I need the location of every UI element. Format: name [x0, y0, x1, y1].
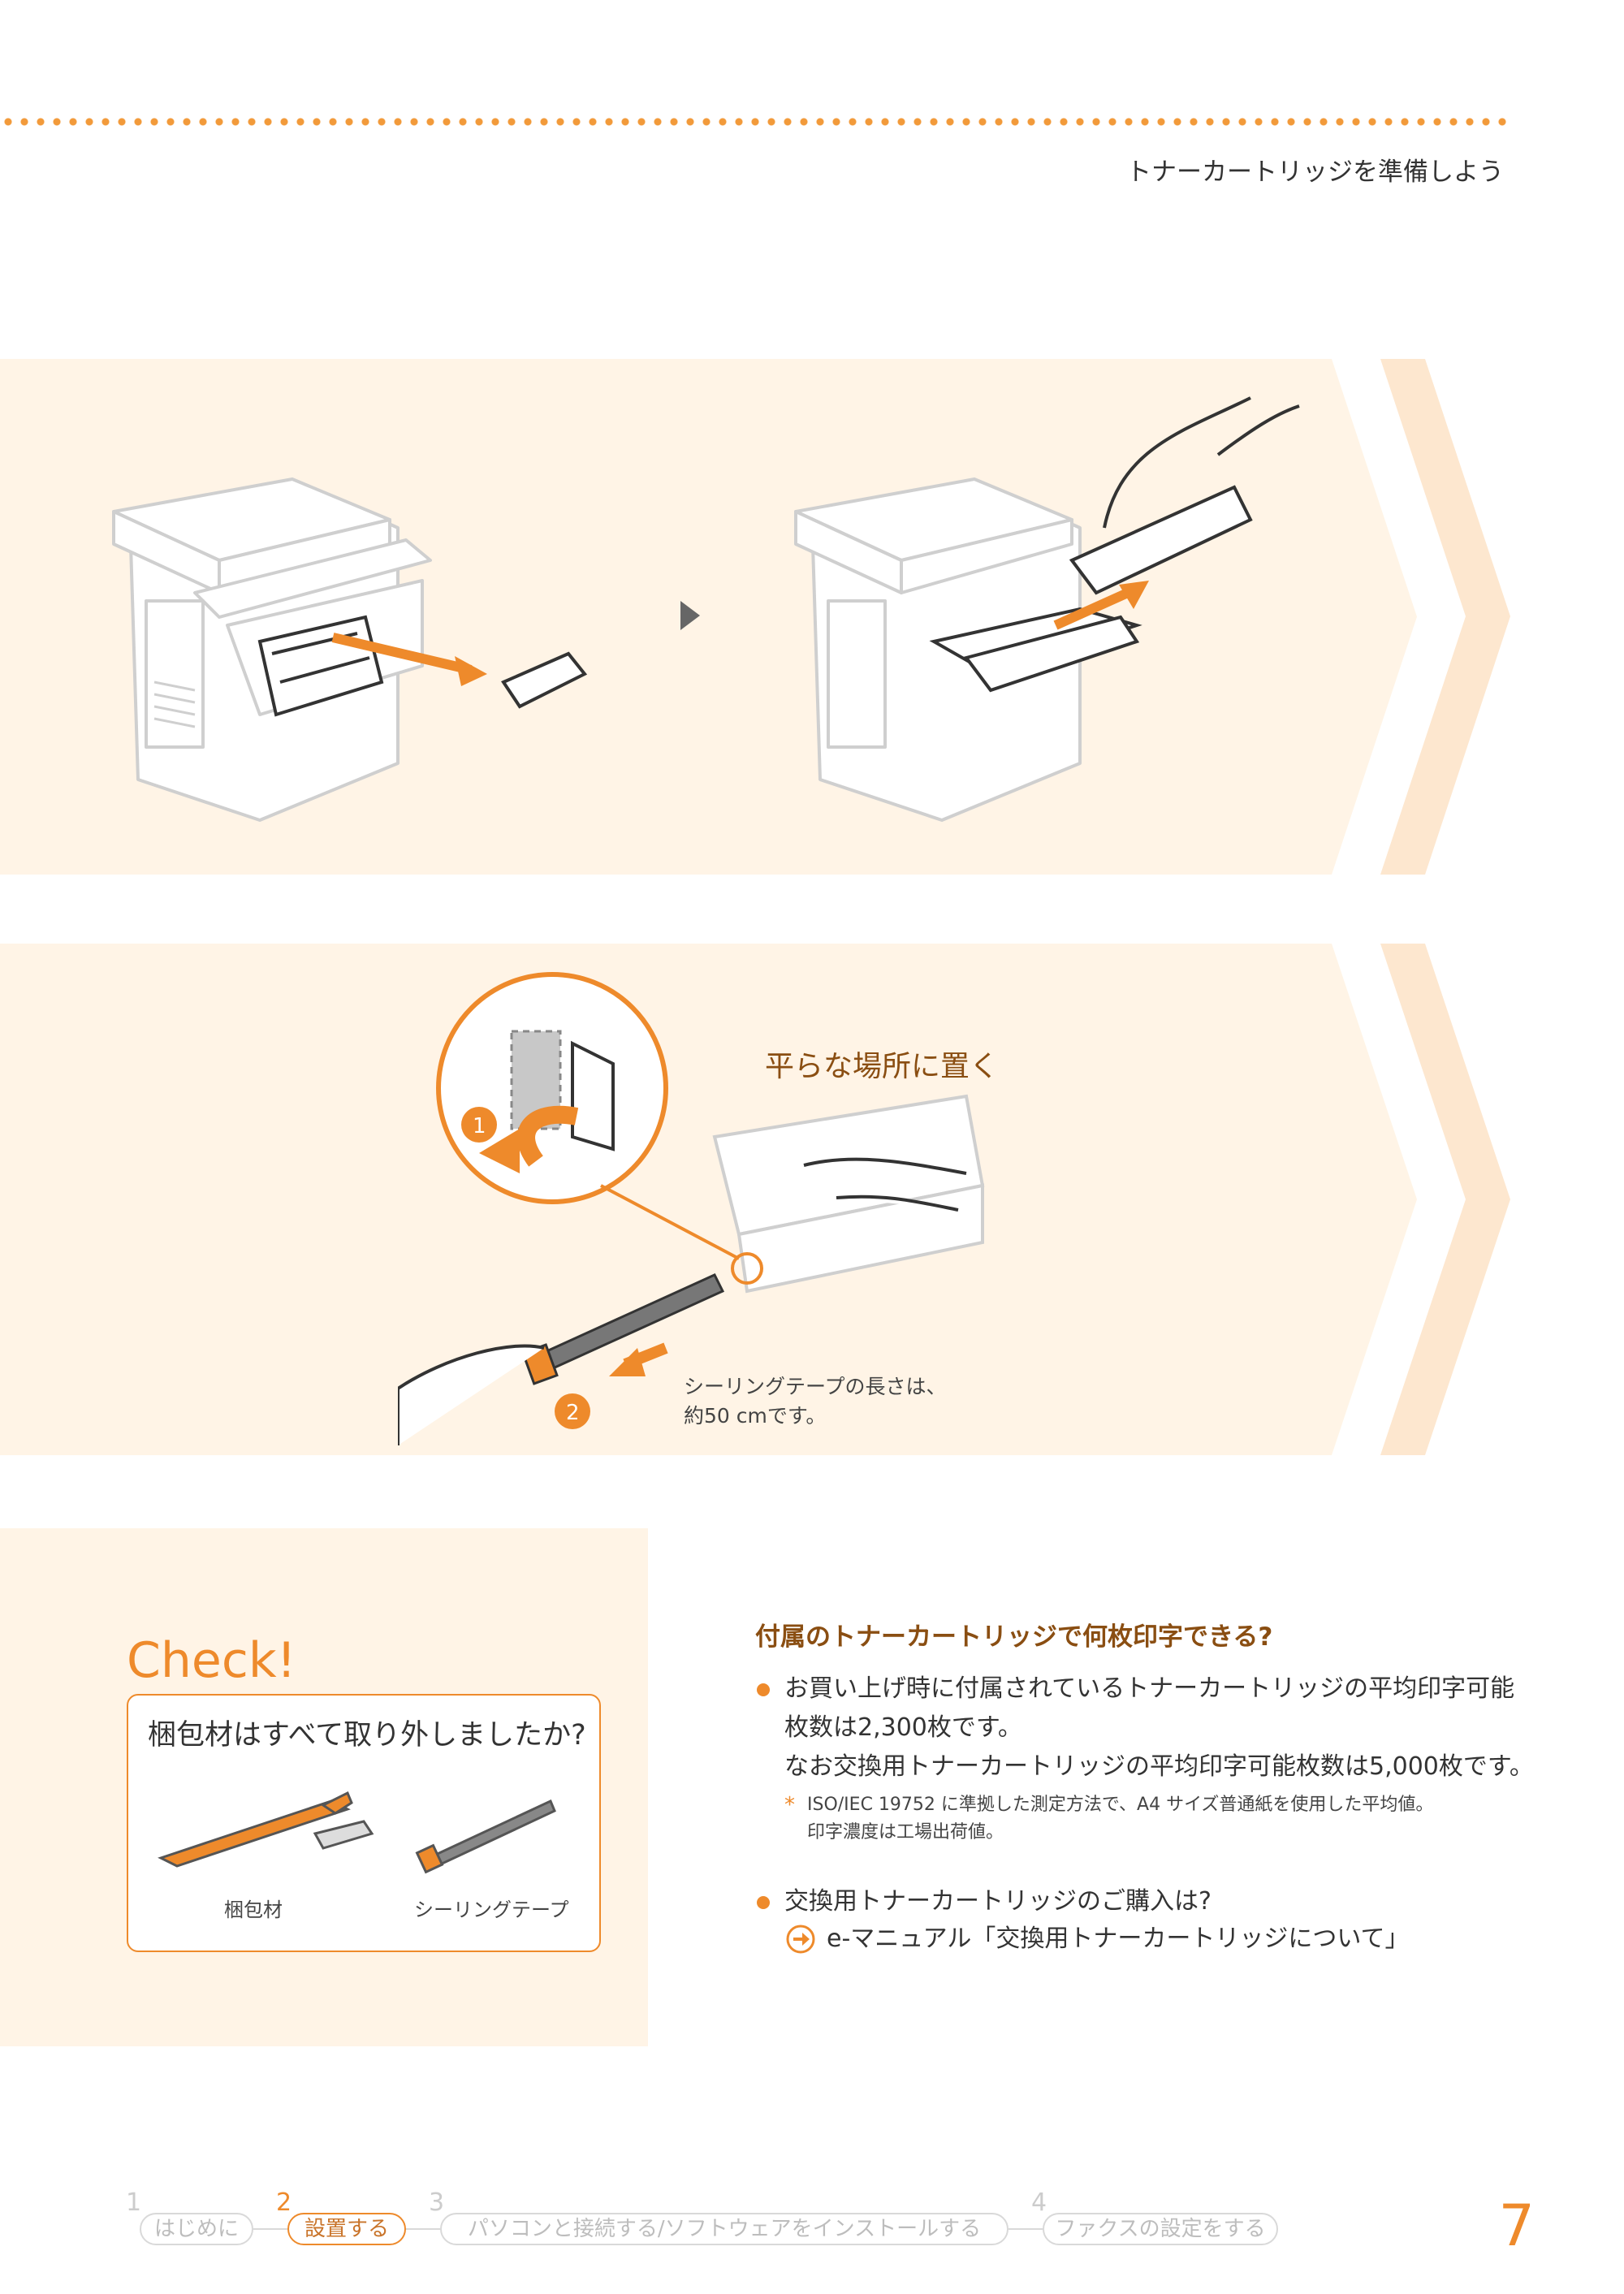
check-title: Check! [127, 1632, 296, 1689]
step-4-number: 4 [1031, 2188, 1047, 2217]
step-navigation: 1 はじめに 2 設置する 3 パソコンと接続する/ソフトウェアをインストールす… [122, 2188, 1299, 2262]
page-number: 7 [1498, 2192, 1535, 2259]
step-connector [406, 2228, 440, 2230]
next-arrow-icon [680, 601, 700, 630]
link-arrow-icon [786, 1925, 815, 1954]
step-4-pill[interactable]: ファクスの設定をする [1043, 2213, 1278, 2245]
step-panel-2 [0, 944, 1417, 1455]
step-connector [1009, 2228, 1043, 2230]
packing-material-illustration [158, 1791, 374, 1868]
faq-bullet1: お買い上げ時に付属されているトナーカートリッジの平均印字可能 枚数は2,300枚… [784, 1670, 1534, 1786]
faq-note: ISO/IEC 19752 に準拠した測定方法で、A4 サイズ普通紙を使用した平… [807, 1791, 1433, 1847]
note-asterisk: * [784, 1793, 795, 1817]
remove-sealing-tape-illustration: 1 2 [398, 972, 985, 1445]
step-1-pill[interactable]: はじめに [140, 2213, 253, 2245]
faq-bullet1-line1: お買い上げ時に付属されているトナーカートリッジの平均印字可能 [784, 1674, 1515, 1703]
packing-material-caption: 梱包材 [224, 1899, 283, 1921]
page-header-title: トナーカートリッジを準備しよう [1126, 158, 1504, 187]
check-box: 梱包材はすべて取り外しましたか? 梱包材 シーリングテープ [127, 1694, 601, 1952]
faq-bullet1-line3: なお交換用トナーカートリッジの平均印字可能枚数は5,000枚です。 [784, 1752, 1534, 1781]
printer-insert-cartridge-illustration [794, 396, 1300, 822]
faq-bullet2: 交換用トナーカートリッジのご購入は? [784, 1887, 1212, 1916]
printer-remove-cartridge-illustration [112, 477, 588, 822]
faq-bullet1-line2: 枚数は2,300枚です。 [784, 1713, 1022, 1742]
step-connector [253, 2228, 287, 2230]
faq-note-line1: ISO/IEC 19752 に準拠した測定方法で、A4 サイズ普通紙を使用した平… [807, 1795, 1434, 1815]
e-manual-link[interactable]: e-マニュアル「交換用トナーカートリッジについて」 [827, 1925, 1410, 1953]
step-1-number: 1 [126, 2188, 142, 2217]
step-2-pill[interactable]: 設置する [287, 2213, 406, 2245]
faq-note-line2: 印字濃度は工場出荷値。 [807, 1822, 1004, 1843]
callout-marker-2: 2 [566, 1401, 580, 1425]
step-3-number: 3 [429, 2188, 445, 2217]
flat-place-label: 平らな場所に置く [765, 1050, 1000, 1083]
callout-marker-1: 1 [473, 1114, 486, 1138]
bullet-icon [757, 1683, 770, 1696]
sealing-tape-caption: シーリングテープ [414, 1899, 569, 1921]
tape-length-note-line2: 約50 cmです。 [684, 1404, 827, 1428]
bullet-icon [757, 1896, 770, 1909]
tape-length-note-line1: シーリングテープの長さは、 [684, 1375, 947, 1398]
dotted-rule [0, 117, 1510, 127]
step-3-pill[interactable]: パソコンと接続する/ソフトウェアをインストールする [440, 2213, 1009, 2245]
step-2-number: 2 [276, 2188, 292, 2217]
chevron-arrow-icon [1380, 944, 1510, 1455]
chevron-arrow-icon [1380, 359, 1510, 875]
check-question: 梱包材はすべて取り外しましたか? [148, 1719, 586, 1752]
tape-length-note: シーリングテープの長さは、 約50 cmです。 [684, 1372, 947, 1431]
faq-title: 付属のトナーカートリッジで何枚印字できる? [755, 1622, 1273, 1652]
sealing-tape-illustration [415, 1799, 556, 1874]
